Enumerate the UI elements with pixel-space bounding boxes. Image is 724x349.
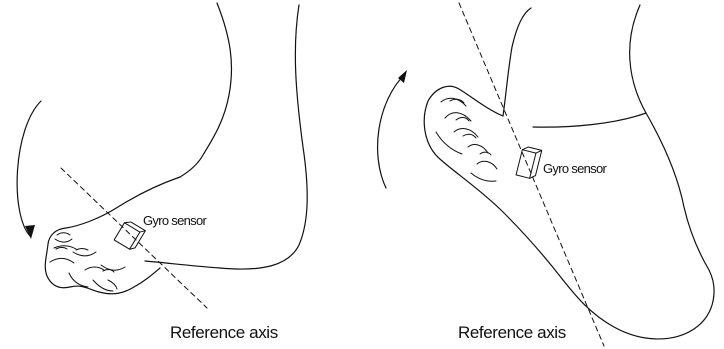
left-foot-outline	[45, 177, 180, 294]
right-leg-and-heel-outline	[503, 5, 714, 339]
left-small-toe-nails	[56, 233, 114, 272]
left-leg-and-heel-outline	[145, 3, 307, 269]
left-reference-axis-label: Reference axis	[170, 323, 278, 342]
left-rotation-arrow	[17, 101, 41, 236]
right-sensor-label: Gyro sensor	[543, 161, 607, 176]
right-gyro-sensor	[516, 146, 542, 180]
right-toe-lines	[436, 98, 497, 181]
right-foot-outline	[424, 86, 646, 280]
left-toe-lines	[50, 239, 125, 291]
right-rotation-arrow	[378, 74, 405, 188]
right-small-toe-nails	[450, 99, 491, 155]
left-foot-panel: Gyro sensor Reference axis	[17, 3, 307, 342]
right-reference-axis-label: Reference axis	[458, 323, 566, 342]
left-sensor-label: Gyro sensor	[143, 213, 207, 228]
left-gyro-sensor	[114, 219, 145, 251]
right-foot-panel: Gyro sensor Reference axis	[378, 3, 714, 346]
